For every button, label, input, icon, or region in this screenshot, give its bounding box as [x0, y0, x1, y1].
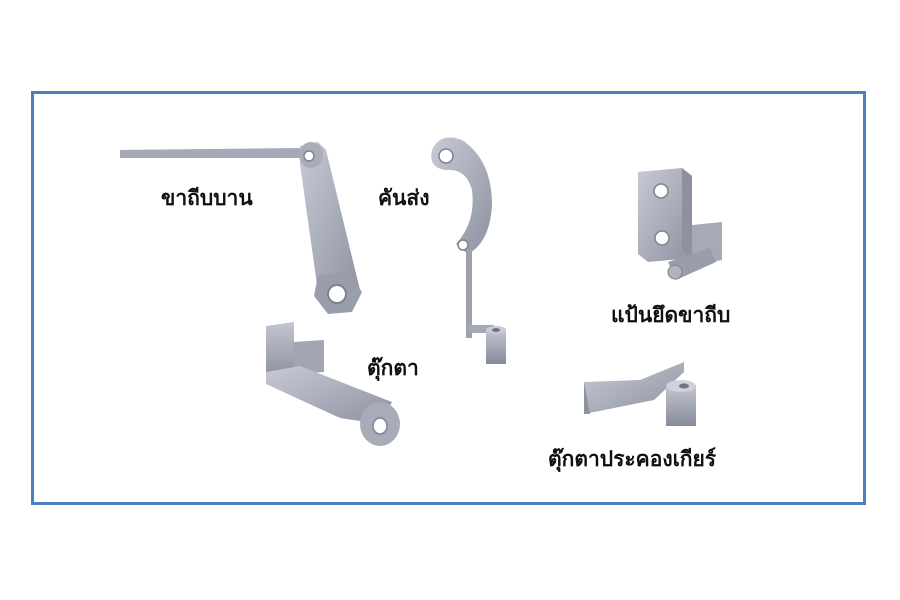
gear-doll-label: ตุ๊กตาประคองเกียร์	[548, 447, 717, 471]
hand-lever-label: คันส่ง	[378, 186, 430, 210]
leg-plate-label: แป้นยึดขาถีบ	[611, 303, 731, 327]
hand-lever-part	[431, 137, 506, 364]
leg-lever-part	[120, 142, 362, 314]
doll-label: ตุ๊กตา	[367, 356, 419, 380]
leg-lever-label: ขาถีบบาน	[161, 186, 253, 210]
gear-doll-part	[584, 362, 696, 426]
doll-part	[266, 322, 400, 446]
leg-plate-part	[638, 168, 722, 280]
